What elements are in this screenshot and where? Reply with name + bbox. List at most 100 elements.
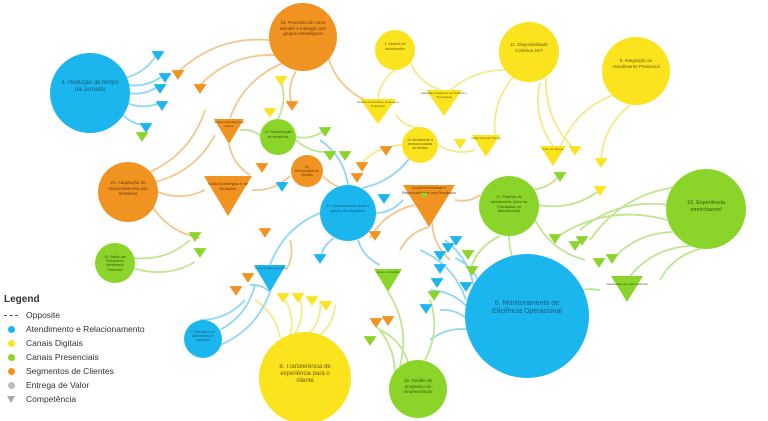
node-experiencia-omnichannel[interactable]: 16. Experiência omnichannel	[666, 169, 746, 249]
competence-gestao-produtos[interactable]: Gestão de Produtos, Pessoas e Problemas	[356, 99, 400, 124]
dot-icon	[4, 339, 18, 347]
competency-triangle-icon[interactable]	[355, 162, 369, 172]
node-label: 15. Gestão de progresso do empreendedor	[403, 378, 433, 394]
competency-triangle-icon[interactable]	[276, 293, 290, 303]
competency-triangle-icon[interactable]	[368, 231, 382, 241]
competency-triangle-icon[interactable]	[338, 151, 352, 161]
competency-triangle-icon[interactable]	[263, 108, 277, 118]
competency-triangle-icon[interactable]	[433, 264, 447, 274]
legend-label: Canais Presenciais	[26, 352, 99, 362]
competency-triangle-icon[interactable]	[313, 254, 327, 264]
edge	[454, 194, 481, 202]
dot-icon	[4, 381, 18, 389]
edge	[199, 54, 276, 86]
competency-triangle-icon[interactable]	[433, 251, 447, 261]
edge	[229, 62, 284, 119]
competency-triangle-icon[interactable]	[461, 250, 475, 260]
competency-triangle-icon[interactable]	[291, 293, 305, 303]
competency-triangle-icon[interactable]	[275, 182, 289, 192]
competency-triangle-icon[interactable]	[241, 273, 255, 283]
competency-triangle-icon[interactable]	[379, 146, 393, 156]
competence-analise-dados[interactable]: Análise Estratégica de Dados	[212, 119, 246, 144]
competency-triangle-icon[interactable]	[369, 318, 383, 328]
competency-triangle-icon[interactable]	[153, 84, 167, 94]
legend-item-competencia: Competência	[4, 392, 174, 406]
node-processo-grupos-estrategicos[interactable]: 24. Processo de como atender e interagir…	[269, 3, 337, 71]
competency-triangle-icon[interactable]	[319, 301, 333, 311]
edge	[289, 70, 297, 106]
competency-triangle-icon[interactable]	[427, 291, 441, 301]
competency-triangle-icon[interactable]	[285, 101, 299, 111]
competency-triangle-icon[interactable]	[139, 123, 153, 133]
competency-triangle-icon[interactable]	[158, 73, 172, 83]
competency-triangle-icon[interactable]	[274, 76, 288, 86]
competency-triangle-icon[interactable]	[255, 163, 269, 173]
edge	[284, 299, 293, 336]
node-transferencia-experiencia[interactable]: 8. Transferência de experiência para o c…	[259, 332, 351, 421]
competence-complementaridade[interactable]: Complementaridade e Responsabilidade com…	[401, 185, 457, 227]
node-label: 24. Processo de como atender e interagir…	[279, 20, 327, 36]
competency-triangle-icon[interactable]	[377, 194, 391, 204]
node-conhecimento-gestor-segmento[interactable]: 5. Conhecimento para o gestor de segment…	[320, 185, 376, 241]
competency-triangle-icon[interactable]	[171, 70, 185, 80]
edge	[379, 329, 409, 363]
node-gestao-progresso-empreendedor[interactable]: 15. Gestão de progresso do empreendedor	[389, 360, 447, 418]
competency-triangle-icon[interactable]	[430, 278, 444, 288]
competency-triangle-icon[interactable]	[363, 336, 377, 346]
node-intuitive-autoatendimento[interactable]: 1. Intuitive de autoatendim	[375, 30, 415, 70]
legend-item-segmentos: Segmentos de Clientes	[4, 364, 174, 378]
competence-aplicacao-politicas[interactable]: Aplicação Inteligente de Políticas e Tec…	[420, 90, 468, 116]
competency-triangle-icon[interactable]	[593, 186, 607, 196]
competency-triangle-icon[interactable]	[193, 84, 207, 94]
competency-triangle-icon[interactable]	[318, 127, 332, 137]
node-disponibilidade-continua[interactable]: 11. Disponibilidade Contínua 24/7	[499, 22, 559, 82]
legend-label: Opposite	[26, 310, 61, 320]
node-adaptacao-territorios[interactable]: 21. Adaptação do relacionamento aos terr…	[98, 162, 158, 222]
edge	[269, 212, 321, 266]
competency-triangle-icon[interactable]	[193, 248, 207, 258]
competency-triangle-icon[interactable]	[592, 258, 606, 268]
node-reducao-tempo-jornada[interactable]: 4. Redução de tempo na Jornada	[50, 53, 130, 133]
competency-triangle-icon[interactable]	[441, 243, 455, 253]
competency-triangle-icon[interactable]	[155, 101, 169, 111]
competency-triangle-icon[interactable]	[568, 241, 582, 251]
competency-triangle-icon[interactable]	[553, 172, 567, 182]
competency-triangle-icon[interactable]	[419, 304, 433, 314]
node-padroes-atendimento[interactable]: 17. Padrões de atendimento (fluxo da Fac…	[479, 176, 539, 236]
competency-triangle-icon[interactable]	[568, 146, 582, 156]
competency-triangle-icon[interactable]	[605, 254, 619, 264]
competency-triangle-icon[interactable]	[459, 282, 473, 292]
competency-triangle-icon[interactable]	[229, 286, 243, 296]
competency-triangle-icon[interactable]	[135, 132, 149, 142]
node-monitoramento-eficiencia[interactable]: 6. Monitoramento de Eficiência Operacion…	[465, 254, 589, 378]
node-atendimento-pessoas-isoladas[interactable]: 10. Atendimento à pessoas isoladas de cl…	[402, 127, 438, 163]
node-gestao-parcerias-presencial[interactable]: 19. Gestão das Parcerias de Atendimento …	[95, 243, 135, 283]
competence-foco-cliente[interactable]: Foco no Cliente	[534, 146, 572, 166]
competency-triangle-icon[interactable]	[188, 232, 202, 242]
edge	[254, 299, 281, 339]
node-label: 17. Padrões de atendimento (fluxo da Fac…	[490, 195, 528, 214]
competence-apoio-inovacao[interactable]: Apoio e Inovação	[370, 269, 406, 292]
competency-triangle-icon[interactable]	[381, 316, 395, 326]
competency-triangle-icon[interactable]	[449, 236, 463, 246]
competency-triangle-icon[interactable]	[594, 158, 608, 168]
competency-triangle-icon[interactable]	[258, 228, 272, 238]
node-padronizacao-beneficios[interactable]: 14. Padronização de benefícios	[260, 119, 296, 155]
competence-gestao-relacionamento[interactable]	[420, 193, 428, 199]
competence-visao-estrategica[interactable]: Visão Estratégica e de Relações	[204, 176, 252, 216]
competency-triangle-icon[interactable]	[548, 234, 562, 244]
competency-triangle-icon[interactable]	[453, 139, 467, 149]
node-integracao-atendimento-presencial[interactable]: 9. Integração ao Atendimento Presencial	[602, 37, 670, 105]
node-diferenciacao-clientes[interactable]: 23. Diferenciação de Clientes	[291, 155, 323, 187]
node-resultados-parcerias[interactable]: 7. Resultados no atendimento de parceria…	[184, 320, 222, 358]
competency-triangle-icon[interactable]	[305, 296, 319, 306]
edge	[249, 284, 271, 293]
competency-triangle-icon[interactable]	[323, 151, 337, 161]
competency-triangle-icon[interactable]	[350, 173, 364, 183]
competency-triangle-icon[interactable]	[465, 266, 479, 276]
competency-triangle-icon[interactable]	[575, 236, 589, 246]
competence-visao-sistemica[interactable]: Capacidade de visão sistêmica	[604, 276, 650, 302]
competency-triangle-icon[interactable]	[151, 51, 165, 61]
competence-visao-clara-cliente[interactable]: Visão Clara do Cliente	[468, 135, 504, 157]
competence-comunicacao-assertiva[interactable]: Comunicação Assertiva	[246, 265, 294, 292]
